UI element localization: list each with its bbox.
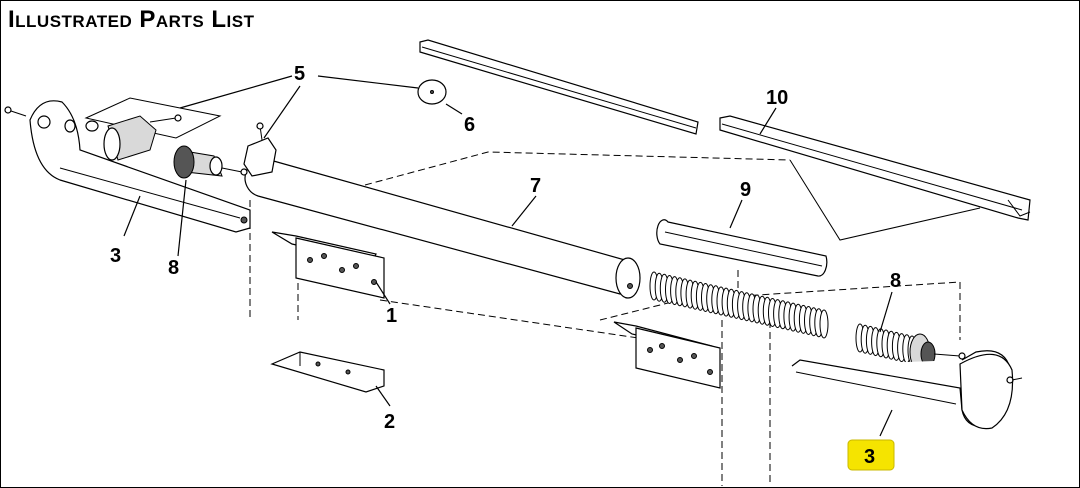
part-6-spring xyxy=(649,271,829,339)
callout-1: 1 xyxy=(386,305,397,327)
callout-4: 5 xyxy=(294,63,305,85)
callout-7: 8 xyxy=(168,257,179,279)
part-3-end-cover-right xyxy=(791,350,1023,430)
callout-5: 6 xyxy=(464,114,475,136)
leader-lines xyxy=(123,75,893,437)
callout-2: 2 xyxy=(384,411,395,433)
callout-9: 9 xyxy=(740,179,751,201)
callout-highlight-box xyxy=(847,439,895,471)
part-9-channel xyxy=(656,219,828,277)
part-10-rail xyxy=(419,39,1031,221)
callout-10: 10 xyxy=(766,87,788,109)
callout-3-left: 3 xyxy=(110,245,121,267)
part-7-drive-motor xyxy=(4,106,248,179)
callout-3-right: 3 xyxy=(864,446,875,468)
part-3-end-cover-left xyxy=(29,100,251,233)
part-1-bracket-right xyxy=(613,321,721,389)
part-8-hub xyxy=(909,333,966,371)
callout-6: 7 xyxy=(530,175,541,197)
part-8-spring-assembly xyxy=(855,323,917,365)
part-5-disc xyxy=(417,79,447,105)
part-4-clamp xyxy=(243,122,277,177)
page-title: Illustrated Parts List xyxy=(8,6,255,33)
callout-8: 8 xyxy=(890,270,901,292)
part-2-angle-bracket xyxy=(270,351,385,393)
spring-coil xyxy=(819,309,829,339)
part-6-tube xyxy=(244,158,641,299)
part-1-bracket-left xyxy=(271,231,385,299)
